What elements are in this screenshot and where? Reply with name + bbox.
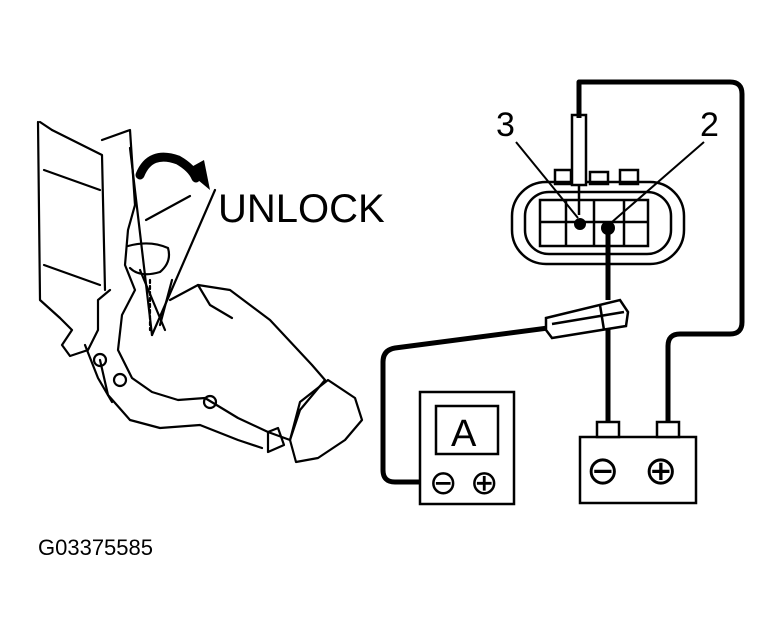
mount-hole-2 — [112, 372, 128, 388]
terminal-3-label: 3 — [496, 106, 515, 144]
actuator-body — [168, 283, 327, 442]
terminal-2-dot — [601, 221, 615, 235]
mount-hole-1 — [92, 352, 108, 368]
terminal-2-label: 2 — [700, 106, 719, 144]
wire-probe-to-battery-positive — [576, 79, 745, 428]
ammeter-label: A — [451, 413, 477, 455]
battery — [578, 420, 698, 505]
battery-negative-terminal[interactable]: ⊖ — [586, 449, 620, 493]
unlock-arrow-icon — [135, 152, 210, 190]
lock-mounting-plate — [36, 120, 112, 358]
terminal-3-dot — [574, 218, 586, 230]
alligator-clip — [544, 298, 630, 340]
battery-positive-post — [655, 420, 681, 439]
door-lock-actuator-illustration — [36, 120, 364, 464]
test-probe — [570, 113, 588, 215]
figure-code: G03375585 — [38, 535, 153, 560]
actuator-connector — [288, 378, 364, 464]
lock-housing — [100, 128, 292, 442]
ammeter-negative-terminal[interactable]: ⊖ — [429, 464, 458, 502]
unlock-label: UNLOCK — [218, 187, 385, 231]
wire-clip-to-ammeter-negative — [380, 325, 549, 485]
ammeter-positive-terminal[interactable]: ⊕ — [470, 464, 499, 502]
terminal-2-leader — [611, 141, 705, 223]
ammeter — [418, 390, 516, 506]
battery-negative-post — [595, 420, 621, 439]
terminal-3-leader — [515, 141, 579, 219]
battery-positive-terminal[interactable]: ⊕ — [644, 449, 678, 493]
wires — [380, 79, 745, 485]
connector-housing — [510, 168, 686, 266]
mount-hole-3 — [202, 394, 218, 410]
